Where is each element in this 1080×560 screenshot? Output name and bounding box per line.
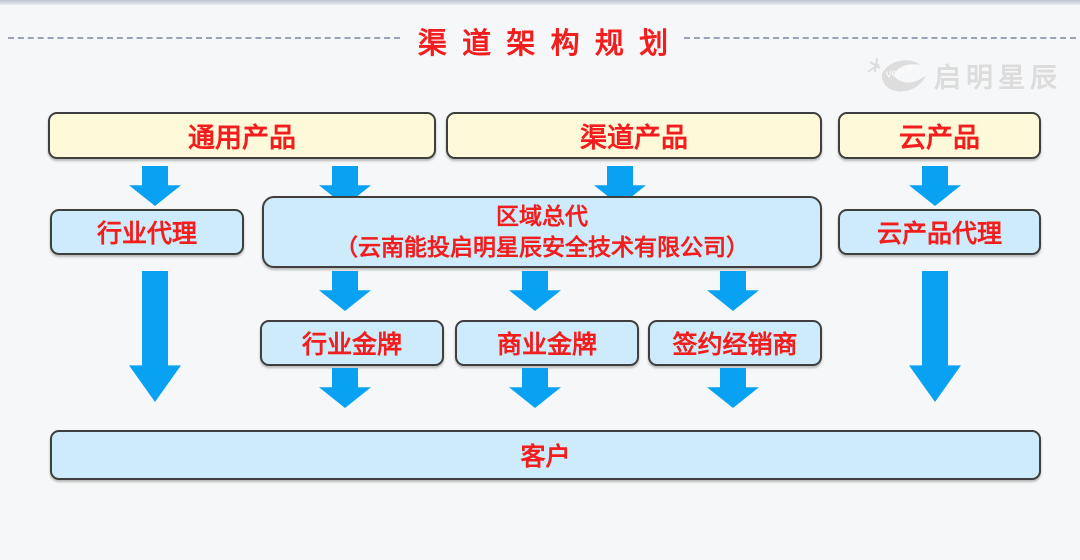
arrow-commercial-gold-to-customer-icon	[509, 368, 561, 408]
regional-distributor-title: 区域总代	[496, 204, 588, 229]
logo-brand-text: 启明星辰	[934, 62, 1062, 94]
arrow-industry-agent-to-customer-icon	[129, 271, 181, 402]
box-cloud-product-agent: 云产品代理	[838, 209, 1041, 255]
box-general-products: 通用产品	[48, 112, 436, 159]
comet-swoosh-icon: Venus	[867, 57, 926, 92]
box-commercial-gold: 商业金牌	[455, 320, 639, 366]
box-contracted-dealer: 签约经销商	[648, 320, 822, 366]
box-cloud-products: 云产品	[838, 112, 1041, 159]
arrow-regional-to-commercial-gold-icon	[509, 271, 561, 311]
arrow-cloud-agent-to-customer-icon	[909, 271, 961, 402]
box-industry-agent: 行业代理	[50, 209, 244, 255]
top-edge-strip	[0, 0, 1080, 5]
arrow-cloud-to-cloud-agent-icon	[909, 166, 961, 206]
box-customer: 客户	[50, 430, 1041, 480]
arrow-dealer-to-customer-icon	[707, 368, 759, 408]
arrow-regional-to-industry-gold-icon	[319, 271, 371, 311]
regional-distributor-company: （云南能投启明星辰安全技术有限公司）	[335, 235, 749, 260]
box-channel-products: 渠道产品	[446, 112, 822, 159]
box-industry-gold: 行业金牌	[260, 320, 444, 366]
header-dash-line-left	[8, 37, 400, 39]
arrow-industry-gold-to-customer-icon	[319, 368, 371, 408]
arrow-general-to-industry-agent-icon	[129, 166, 181, 206]
header-dash-line-right	[684, 37, 1076, 39]
brand-logo: Venus 启明星辰	[866, 52, 1062, 98]
page-title: 渠 道 架 构 规 划	[417, 28, 673, 60]
arrow-regional-to-dealer-icon	[707, 271, 759, 311]
box-regional-distributor: 区域总代 （云南能投启明星辰安全技术有限公司）	[262, 196, 822, 268]
